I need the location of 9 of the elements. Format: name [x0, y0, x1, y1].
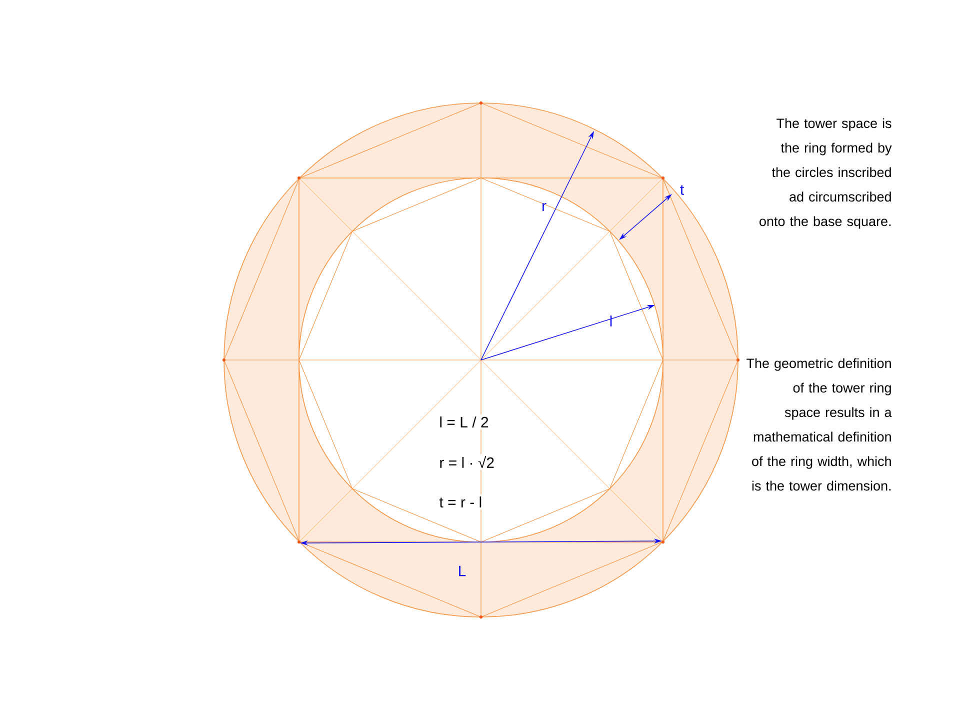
formula: t = r - l [437, 494, 484, 510]
dimension-label: t [680, 185, 684, 195]
note-paragraph: The geometric definition of the tower ring space results in a mathematical definition of the ring width, which is the tower dimension. [746, 358, 892, 491]
dimension-label: r [542, 202, 546, 212]
note-paragraph: The tower space is the ring formed by the circles inscribed ad circumscribed onto the base square. [760, 118, 892, 229]
formula: r = l · √2 [437, 454, 497, 470]
dimension-label: l [610, 316, 612, 326]
formula: l = L / 2 [437, 414, 491, 430]
dimension-label: L [459, 566, 466, 576]
